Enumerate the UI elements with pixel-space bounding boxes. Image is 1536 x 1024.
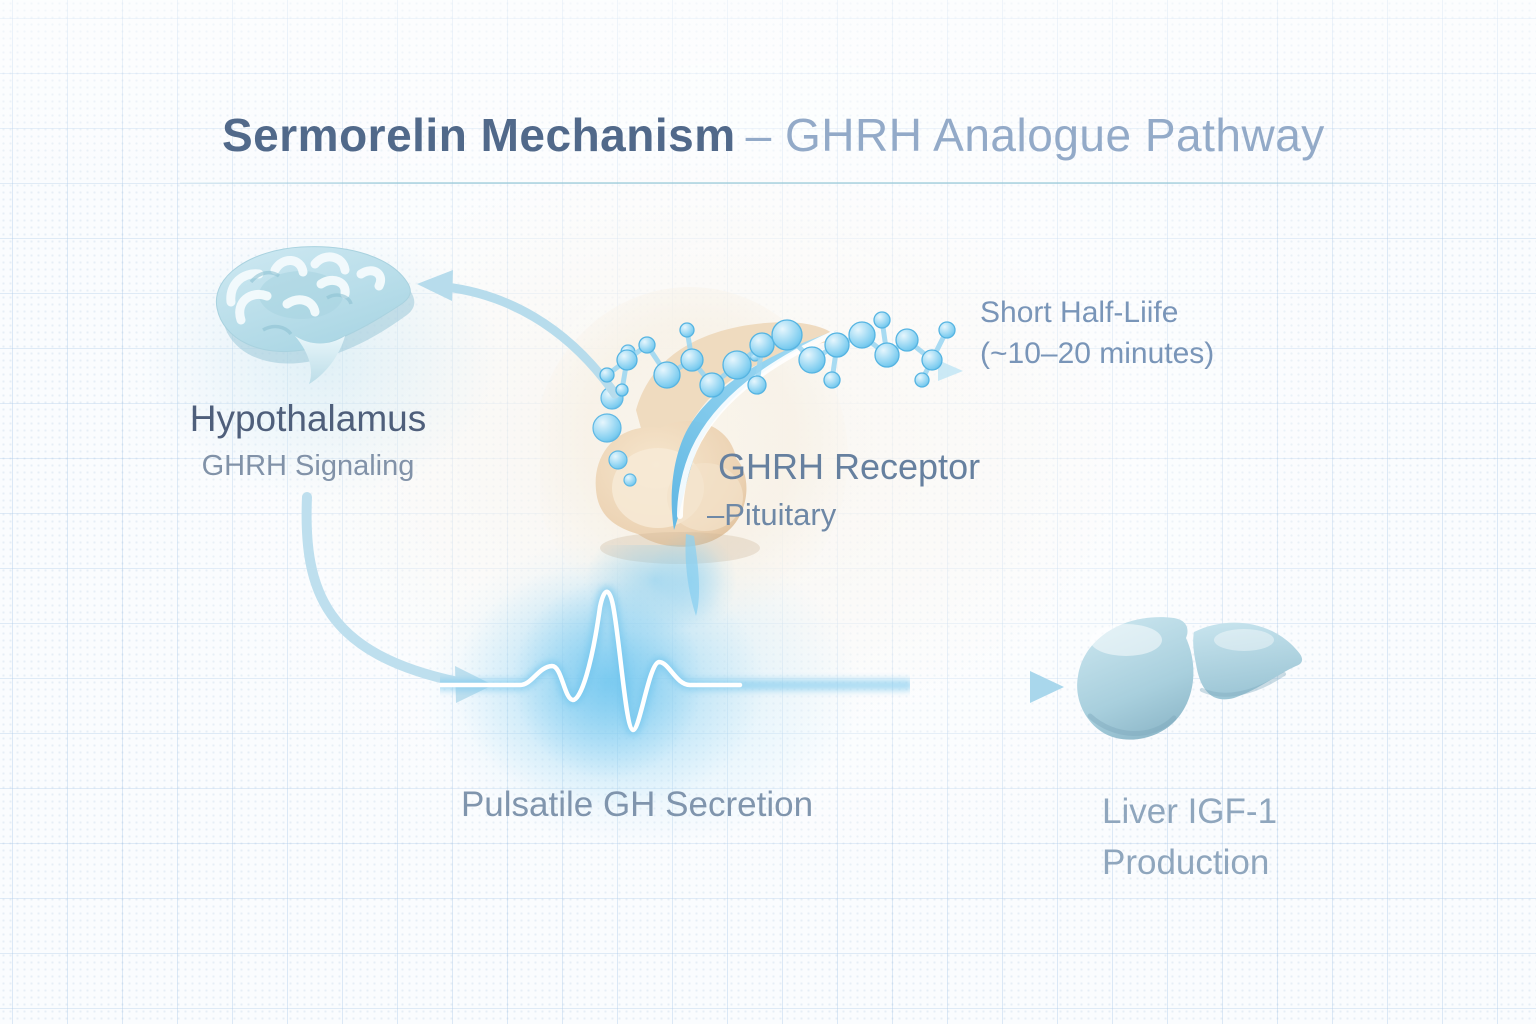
title-primary: Sermorelin Mechanism <box>222 109 736 161</box>
short-half-life-label: Short Half-Liife (~10–20 minutes) <box>980 292 1260 374</box>
half-life-line1: Short Half-Liife <box>980 296 1179 329</box>
liver-icon <box>1077 617 1303 740</box>
title-secondary: – GHRH Analogue Pathway <box>745 109 1325 161</box>
peptide-molecule-icon <box>599 311 956 398</box>
hypothalamus-label: Hypothalamus <box>189 398 427 439</box>
liver-label-line2: Production <box>1102 843 1270 882</box>
title-underline <box>180 182 1382 184</box>
ghrh-signaling-label: GHRH Signaling <box>201 450 415 482</box>
pulse-waveform-icon <box>440 545 910 810</box>
pulsatile-gh-secretion-label: Pulsatile GH Secretion <box>460 785 814 824</box>
pituitary-label: –Pituitary <box>707 497 837 532</box>
molecule-direction-arrowhead <box>938 360 963 381</box>
hypothalamus-brain-icon <box>215 246 415 384</box>
liver-label-line1: Liver IGF-1 <box>1102 792 1278 831</box>
arrow-pituitary-to-hypothalamus <box>417 270 620 399</box>
half-life-line2: (~10–20 minutes) <box>980 337 1215 370</box>
liver-igf1-production-label: Liver IGF-1 Production <box>1102 786 1362 888</box>
page-title: Sermorelin Mechanism– GHRH Analogue Path… <box>222 108 1325 162</box>
ghrh-receptor-label: GHRH Receptor <box>718 446 981 487</box>
